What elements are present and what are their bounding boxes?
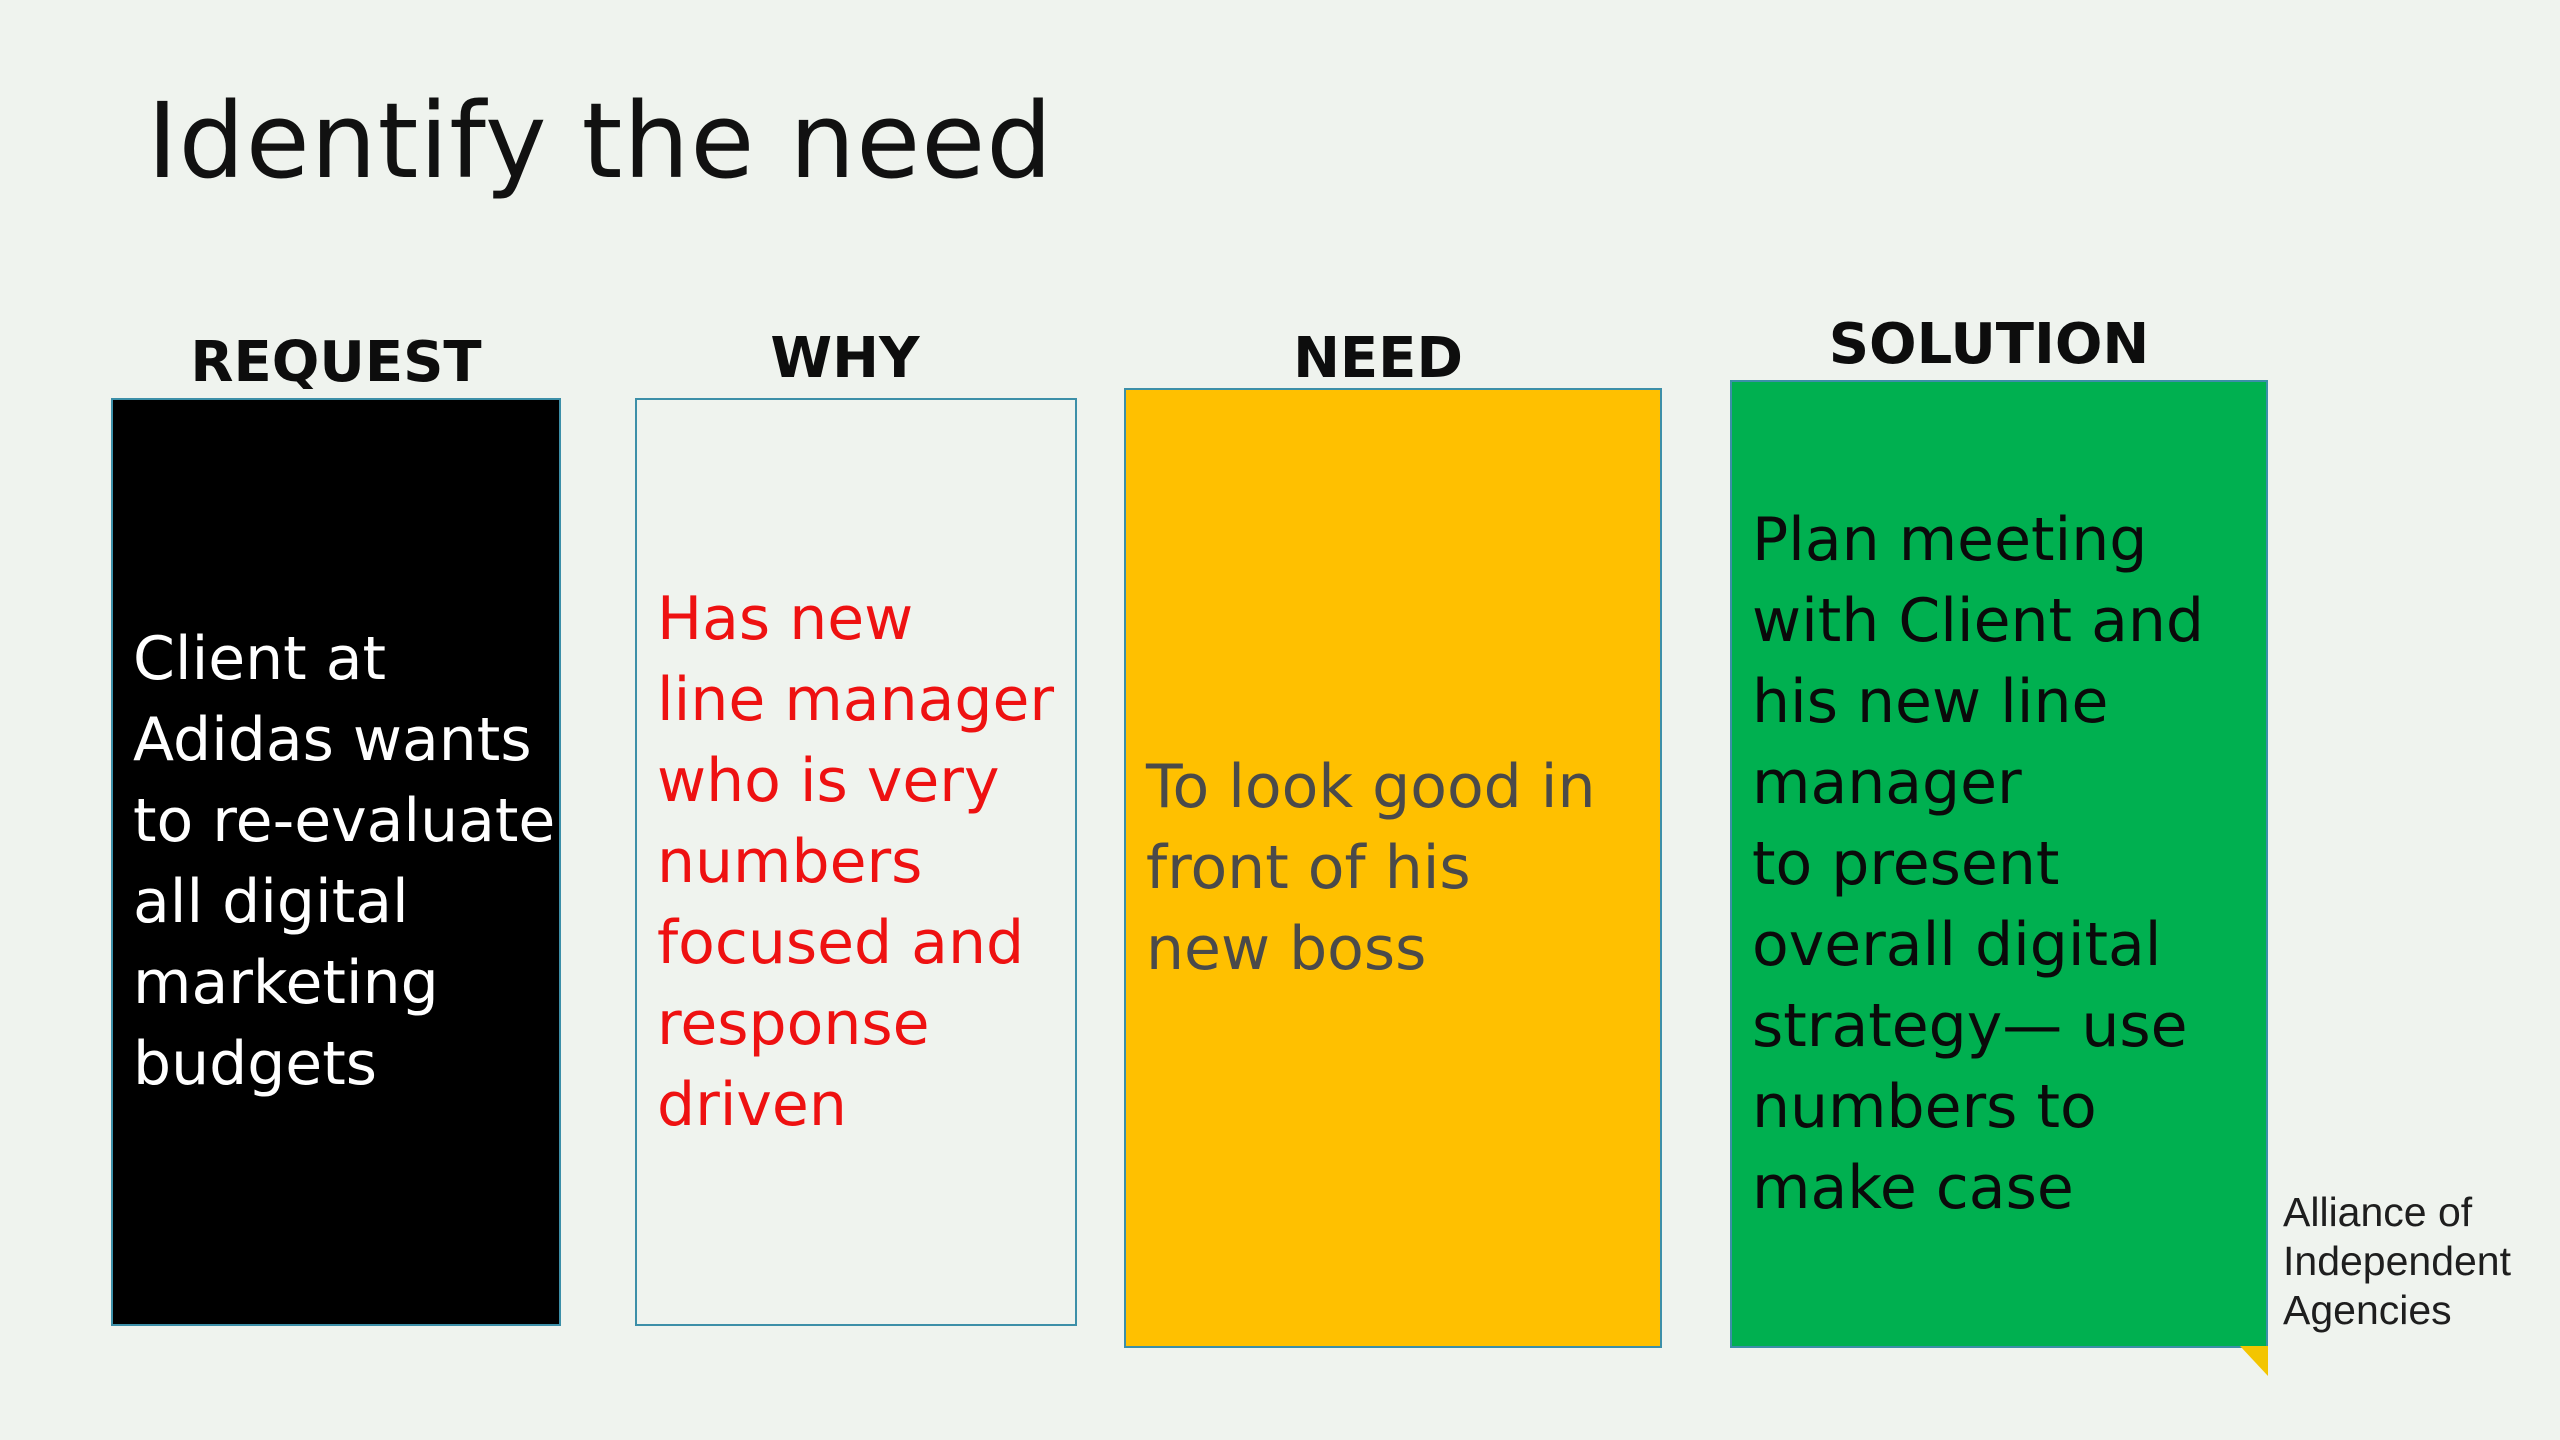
brand-line-3: Agencies — [2283, 1287, 2452, 1333]
solution-text: Plan meeting with Client and his new lin… — [1752, 504, 2205, 1223]
column-heading-need: NEED — [1293, 326, 1463, 391]
why-box: Has new line manager who is very numbers… — [635, 398, 1077, 1326]
brand-line-2: Independent — [2283, 1238, 2512, 1284]
column-heading-why: WHY — [770, 326, 920, 391]
request-text: Client at Adidas wants to re-evaluate al… — [133, 624, 556, 1099]
request-box: Client at Adidas wants to re-evaluate al… — [111, 398, 561, 1326]
need-text: To look good in front of his new boss — [1146, 751, 1596, 984]
column-heading-request: REQUEST — [190, 330, 482, 395]
slide-title: Identify the need — [147, 80, 1054, 202]
why-text: Has new line manager who is very numbers… — [657, 583, 1055, 1140]
folded-corner-decoration — [2240, 1346, 2268, 1376]
solution-box: Plan meeting with Client and his new lin… — [1730, 380, 2268, 1348]
brand-logo-text: Alliance of Independent Agencies — [2283, 1188, 2511, 1335]
column-heading-solution: SOLUTION — [1828, 312, 2150, 377]
need-box: To look good in front of his new boss — [1124, 388, 1662, 1348]
brand-line-1: Alliance of — [2283, 1189, 2473, 1235]
